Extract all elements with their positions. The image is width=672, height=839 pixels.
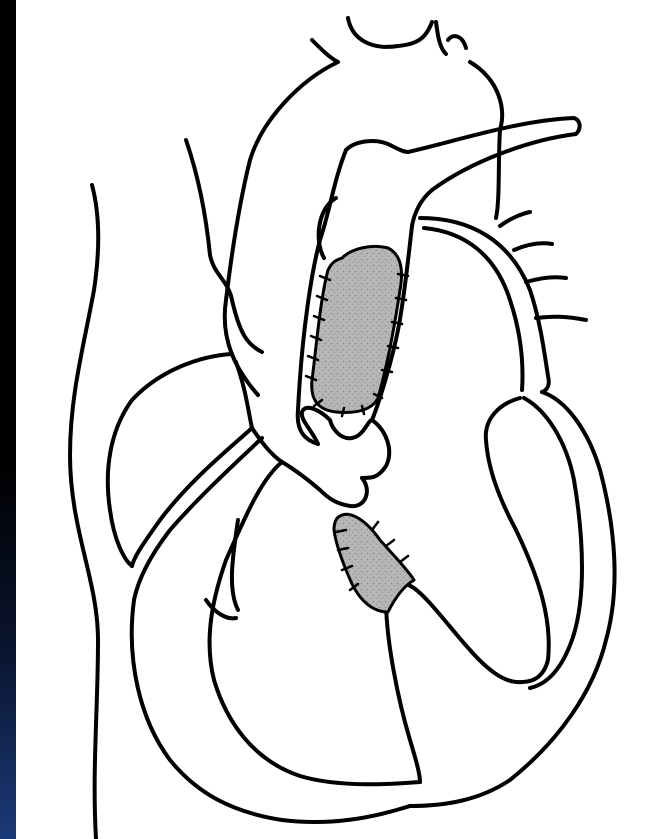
left-vessel-outer-wall	[70, 185, 98, 839]
baffle-patch	[312, 246, 402, 412]
aorta-right-descending	[470, 62, 502, 218]
aortic-arch-top	[348, 18, 432, 47]
right-ventricle-inner-wall	[486, 398, 549, 682]
graft-tube-lower	[412, 190, 432, 226]
graft-tube-upper	[408, 118, 580, 190]
right-ventricle-outer	[410, 392, 615, 806]
aortic-arch-branch-small	[448, 36, 466, 48]
right-ventricle-inner-edge	[524, 398, 582, 688]
conduit-bulge-left	[319, 198, 336, 258]
septal-lobe	[386, 583, 522, 782]
ventricle-outer-left	[132, 600, 410, 822]
central-conduit-top	[346, 141, 408, 152]
aortic-arch-branch	[436, 22, 446, 54]
